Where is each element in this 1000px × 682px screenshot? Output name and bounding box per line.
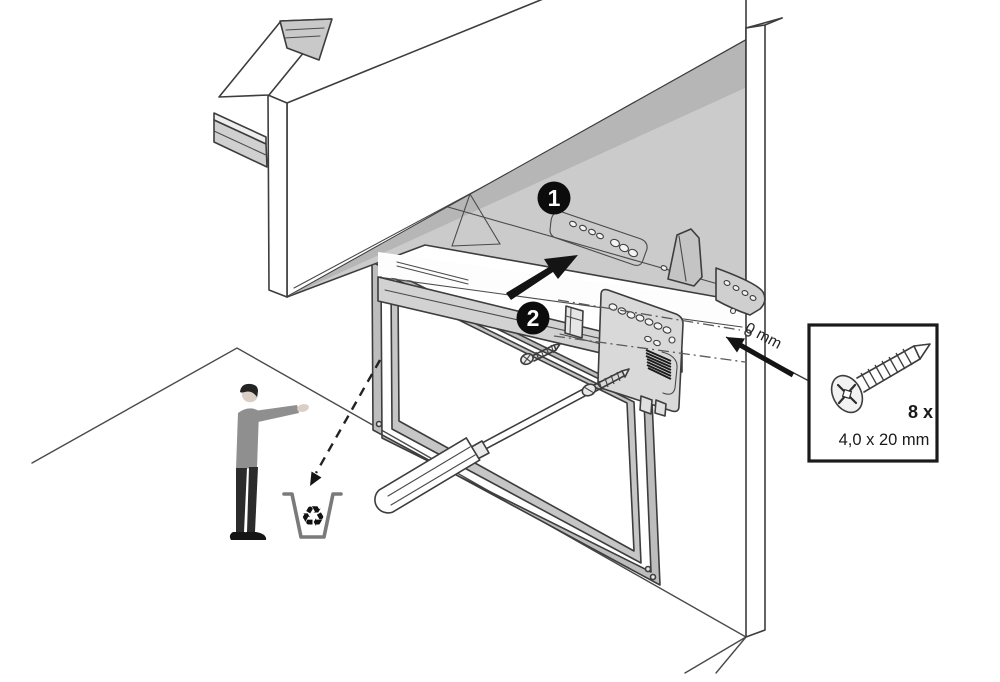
front-frame [371, 261, 661, 586]
step-badge-2: 2 [516, 301, 550, 335]
svg-text:1: 1 [548, 185, 561, 211]
mounting-bracket [597, 288, 684, 417]
push-direction-arrow-icon [506, 255, 578, 300]
drawer-rail-back-end [279, 18, 333, 61]
callout-quantity: 8 x [908, 402, 933, 422]
callout-screw-size: 4,0 x 20 mm [839, 431, 930, 449]
callout-screw-icon [830, 343, 931, 414]
svg-text:2: 2 [527, 305, 540, 331]
rail-front-tab [715, 267, 766, 316]
drawer-slide-rail [286, 39, 747, 303]
rail-clip [564, 305, 584, 339]
flush-annotation: 0 mm [725, 320, 810, 382]
rail-holes [569, 220, 676, 275]
bracket-holes [608, 303, 676, 347]
screw-icon-upper [520, 343, 561, 366]
discard-arrow-icon [310, 359, 382, 486]
screwdriver-icon [374, 383, 597, 514]
rail-stop-bump [667, 228, 703, 287]
drawer-rail-front-end [213, 112, 268, 168]
recycle-bin-icon: ♻ [282, 492, 343, 539]
release-latch-icon [645, 349, 672, 380]
flush-arrow-icon [726, 337, 795, 378]
alignment-dashdot-lines [553, 299, 746, 363]
screw-callout-box: 8 x 4,0 x 20 mm [807, 323, 939, 463]
screw-icon-lower [593, 368, 630, 392]
recycle-symbol-icon: ♻ [300, 500, 325, 533]
person-figure [229, 383, 309, 540]
step-badge-1: 1 [537, 181, 571, 215]
cabinet-side-panel [744, 17, 783, 638]
drawer [213, 0, 747, 298]
